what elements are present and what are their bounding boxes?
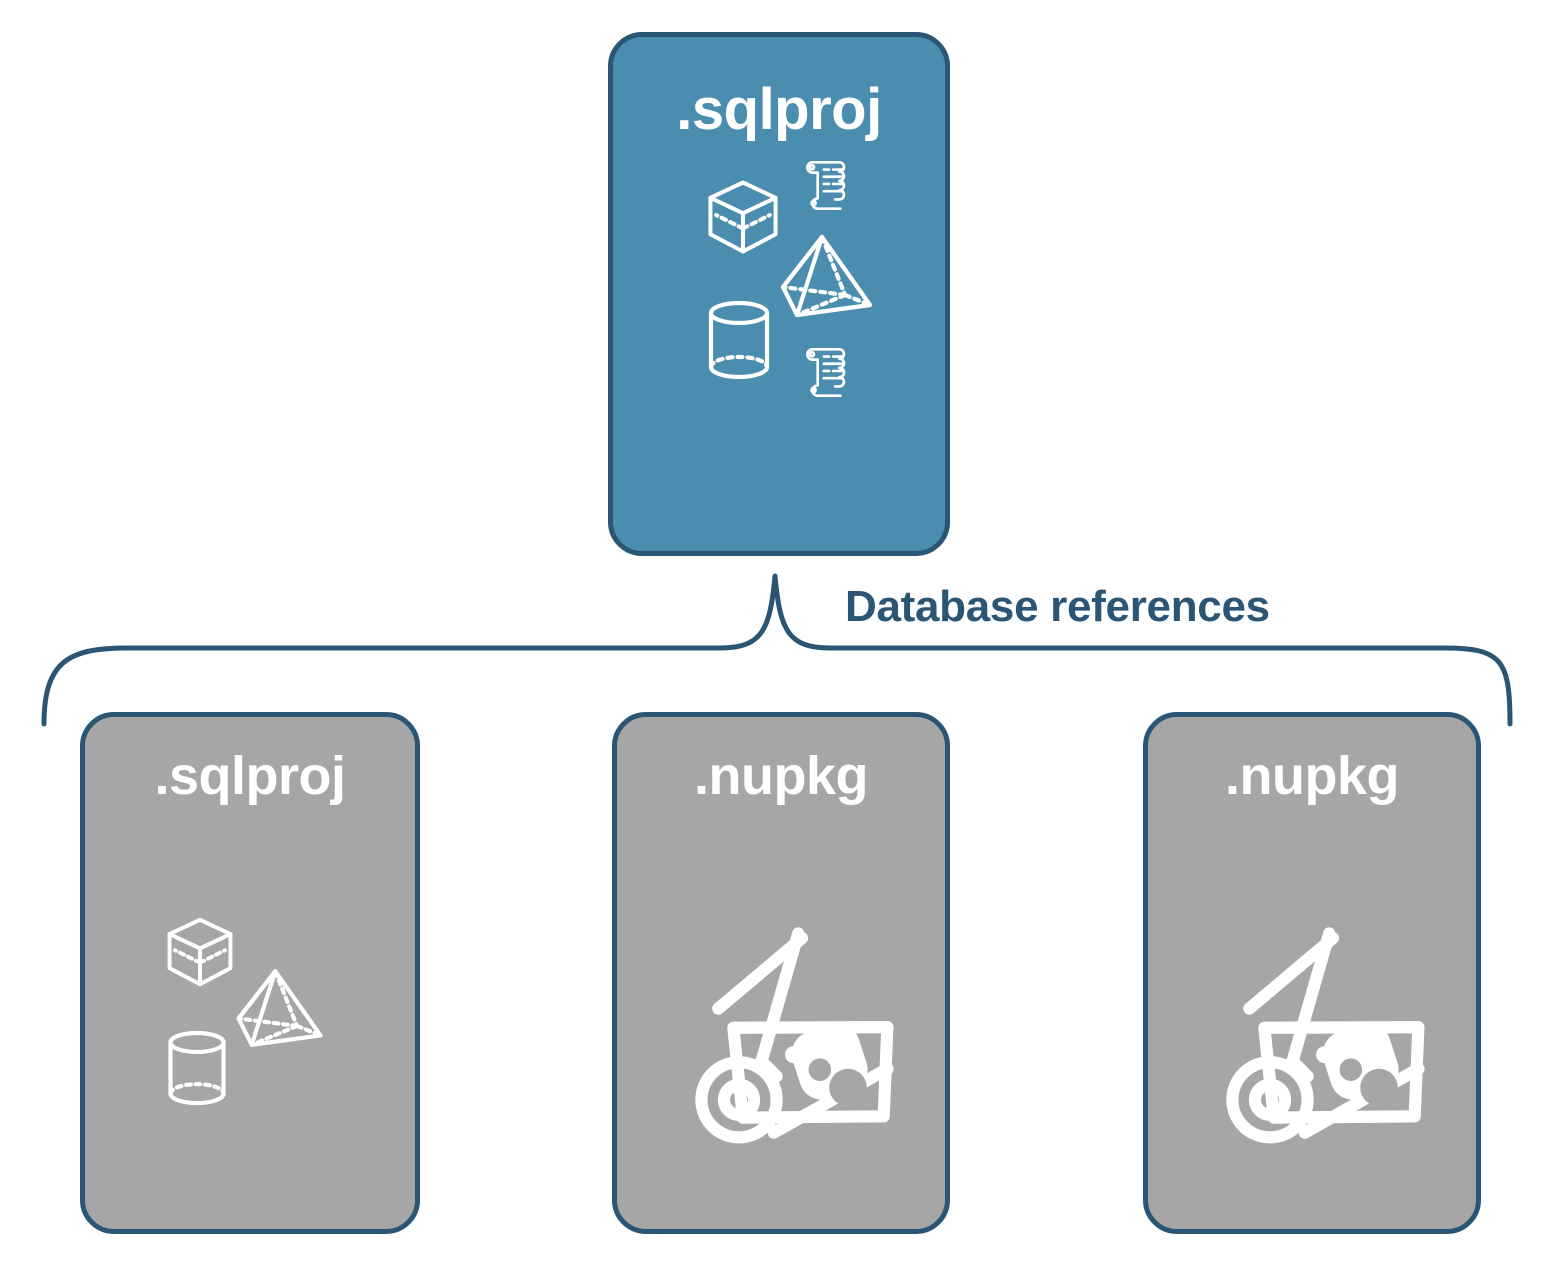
- cylinder-icon: [701, 297, 777, 390]
- pyramid-icon: [231, 963, 329, 1060]
- pyramid-icon: [775, 229, 879, 330]
- node-title-nupkg-reference-1: .nupkg: [694, 746, 868, 806]
- node-sqlproj-reference[interactable]: .sqlproj: [80, 712, 420, 1234]
- cube-icon: [157, 909, 243, 1000]
- cube-icon: [697, 171, 789, 268]
- connector-label-database-references: Database references: [845, 582, 1270, 631]
- icon-group-nupkg-reference-2: [1148, 803, 1476, 1229]
- cylinder-icon: [161, 1027, 233, 1116]
- node-title-sqlproj-root: .sqlproj: [676, 77, 882, 142]
- node-title-nupkg-reference-2: .nupkg: [1225, 746, 1399, 806]
- icon-group-sqlproj-reference: [85, 803, 415, 1229]
- hand-truck-package-icon: [645, 877, 927, 1164]
- node-nupkg-reference-2[interactable]: .nupkg: [1143, 712, 1481, 1234]
- node-nupkg-reference-1[interactable]: .nupkg: [612, 712, 950, 1234]
- scroll-icon: [795, 339, 861, 410]
- scroll-icon: [795, 152, 861, 223]
- node-title-sqlproj-reference: .sqlproj: [154, 746, 346, 806]
- icon-group-sqlproj-root: [613, 139, 945, 551]
- hand-truck-package-icon: [1176, 877, 1458, 1164]
- node-sqlproj-root[interactable]: .sqlproj: [608, 32, 950, 556]
- icon-group-nupkg-reference-1: [617, 803, 945, 1229]
